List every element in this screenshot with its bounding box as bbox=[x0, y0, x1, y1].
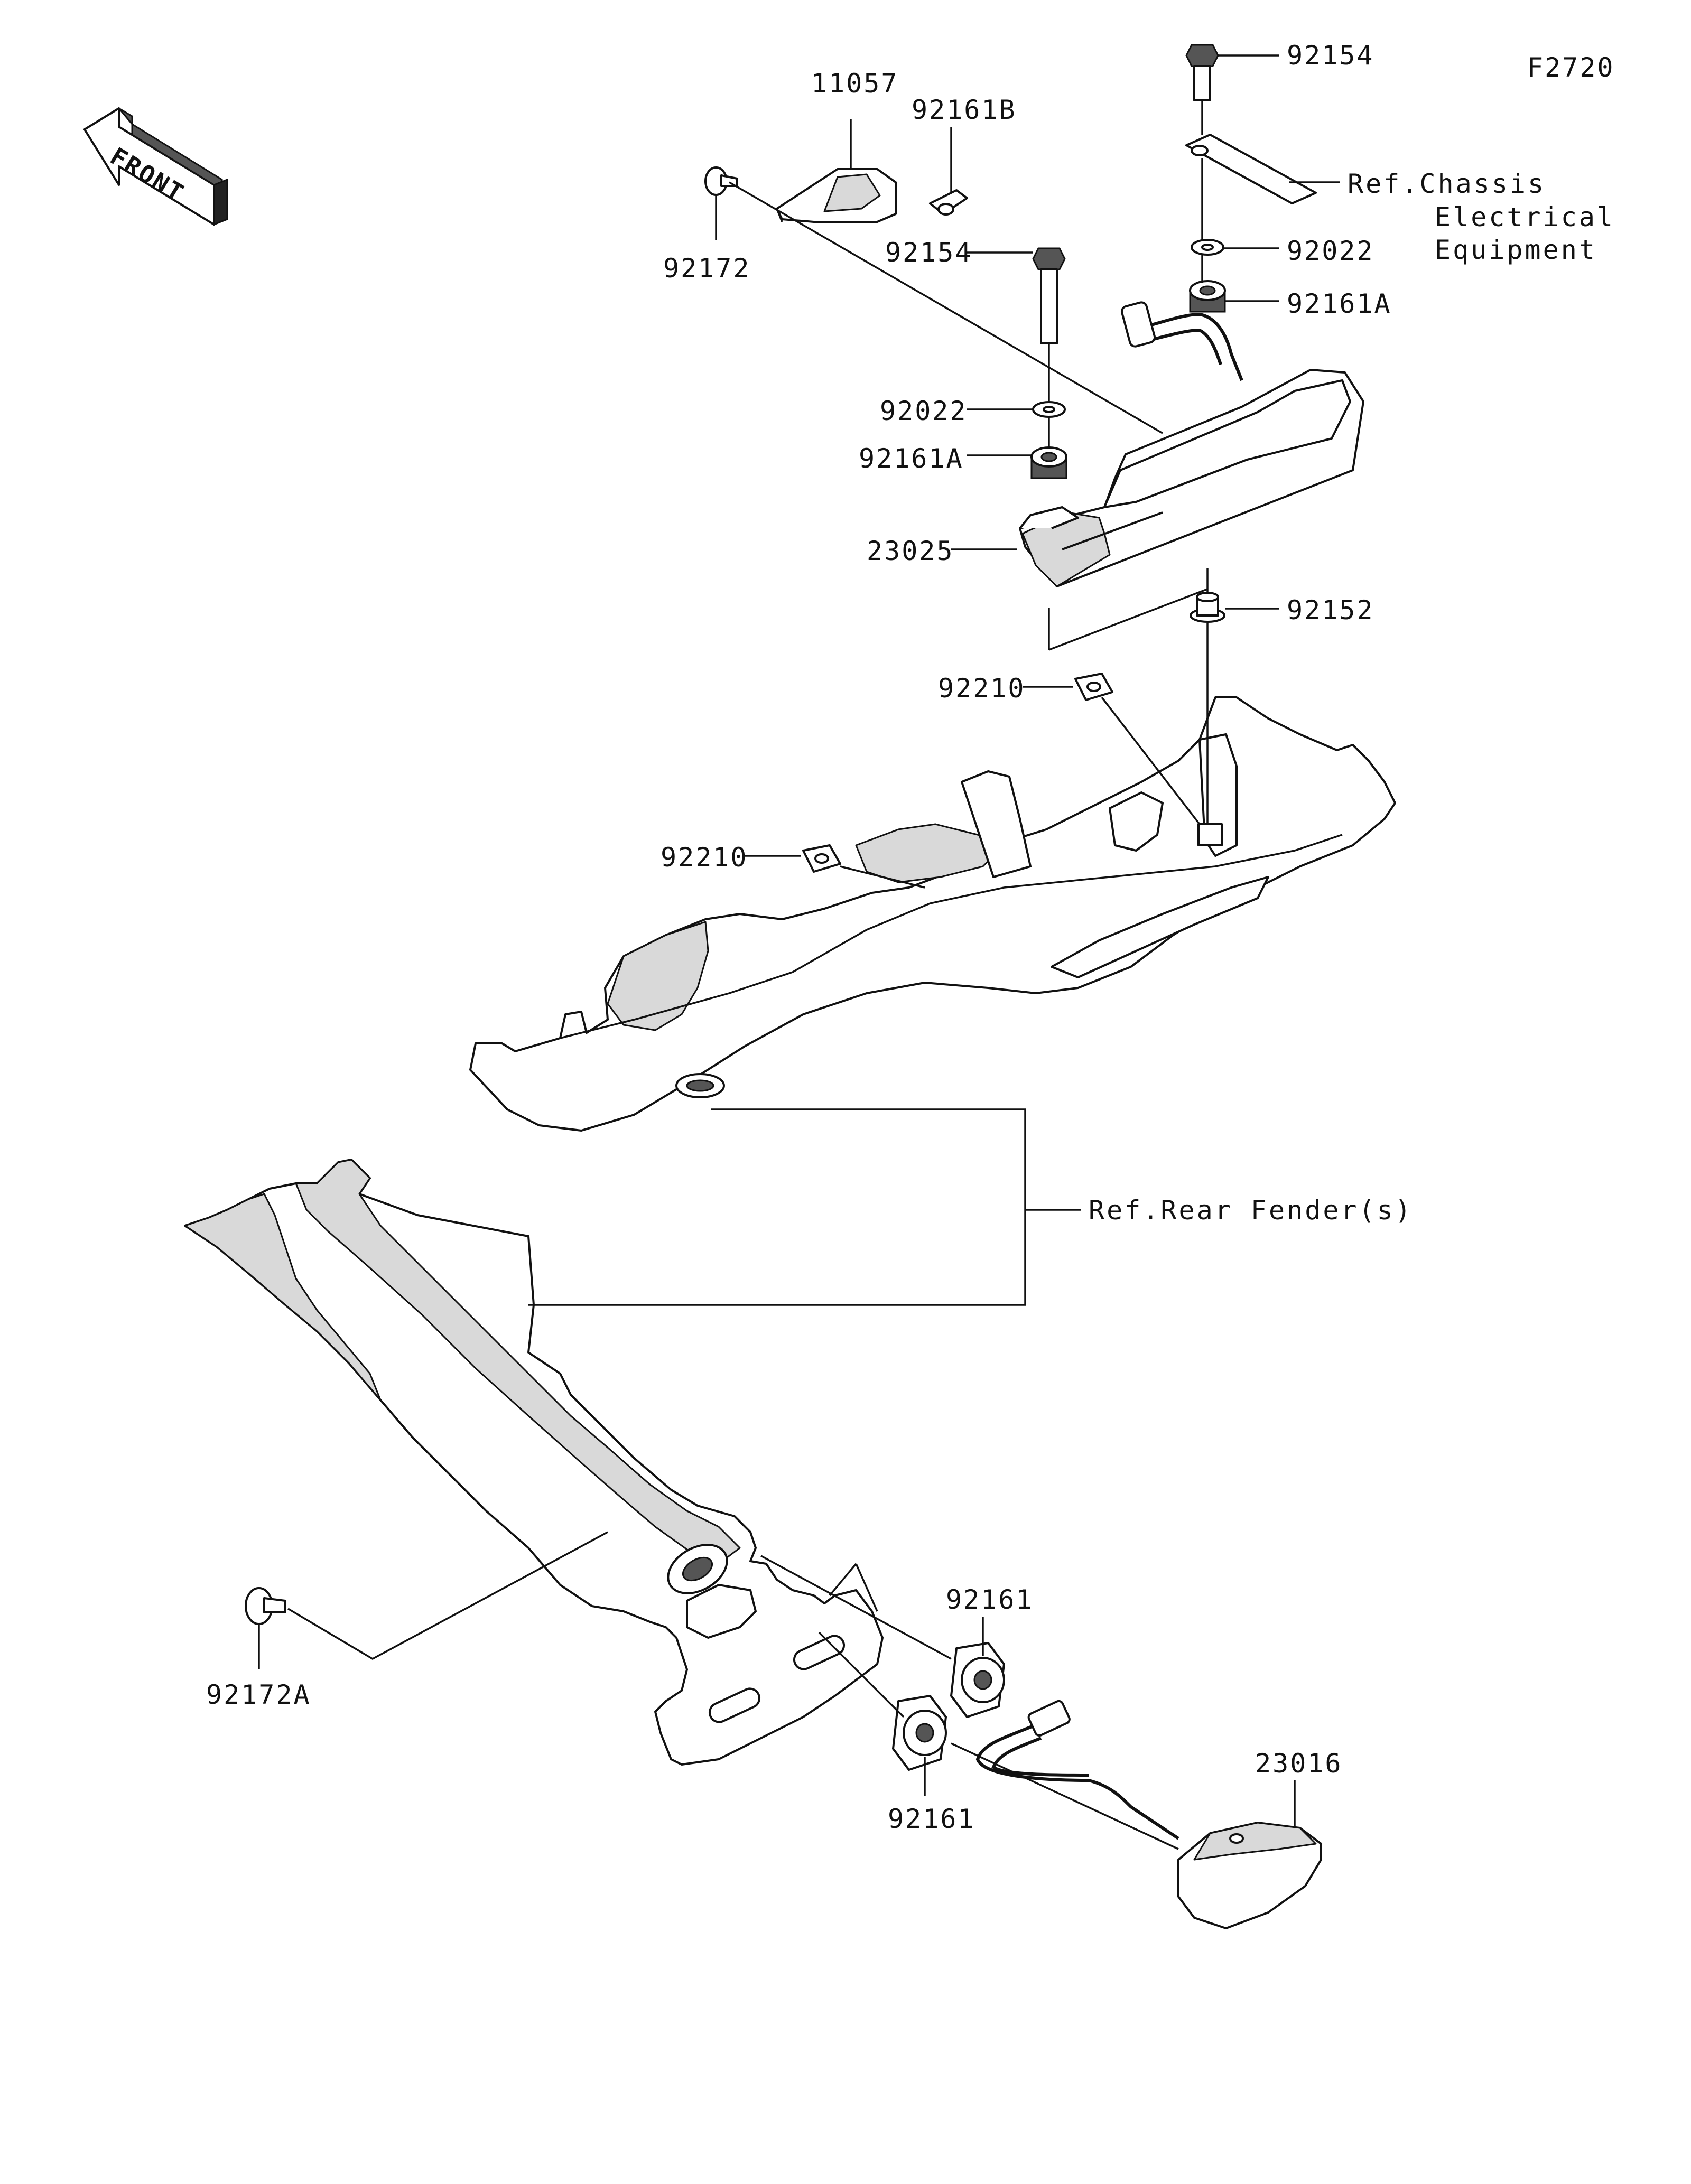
grommet-92161-upper bbox=[950, 1642, 1005, 1718]
ref-rear-fender: Ref.Rear Fender(s) bbox=[1089, 1195, 1413, 1226]
reference-notes: Ref.Chassis Electrical Equipment Ref.Rea… bbox=[1089, 169, 1615, 1226]
label-92210-left: 92210 bbox=[661, 842, 748, 873]
label-92161A-top: 92161A bbox=[1287, 288, 1392, 319]
ref-chassis-line1: Ref.Chassis bbox=[1348, 169, 1546, 199]
collar-92152 bbox=[1190, 592, 1225, 623]
screw-92172A bbox=[245, 1587, 286, 1625]
washer-92022-top bbox=[1191, 239, 1224, 256]
label-92154-top: 92154 bbox=[1287, 40, 1374, 71]
ref-chassis-line3: Equipment bbox=[1435, 235, 1597, 265]
rear-fender-upper bbox=[469, 696, 1396, 1132]
bolt-92154-mid bbox=[1032, 247, 1066, 344]
label-92161-upper: 92161 bbox=[946, 1584, 1034, 1615]
label-92172: 92172 bbox=[663, 253, 751, 284]
tail-light-23025 bbox=[1019, 301, 1364, 587]
label-92172A: 92172A bbox=[206, 1679, 311, 1710]
washer-92022-mid bbox=[1032, 401, 1066, 418]
bolt-92154-top bbox=[1185, 44, 1219, 106]
ref-chassis-line2: Electrical bbox=[1435, 202, 1615, 232]
figure-code: F2720 bbox=[1527, 52, 1615, 83]
label-92022-top: 92022 bbox=[1287, 236, 1374, 266]
label-23025: 23025 bbox=[867, 536, 954, 566]
label-92161-lower: 92161 bbox=[888, 1804, 975, 1834]
label-92161B: 92161B bbox=[912, 95, 1017, 125]
part-labels: 11057 92161B 92172 92154 92154 92022 920… bbox=[206, 40, 1392, 1834]
label-92210-right: 92210 bbox=[938, 673, 1026, 704]
stay-plate bbox=[1185, 134, 1317, 204]
bracket-11057 bbox=[776, 168, 897, 223]
nut-92210-right bbox=[1074, 673, 1113, 701]
label-92161A-mid: 92161A bbox=[859, 443, 964, 474]
label-92154-mid: 92154 bbox=[885, 237, 973, 268]
nut-92210-left bbox=[802, 844, 841, 873]
label-23016: 23016 bbox=[1255, 1748, 1343, 1779]
rear-fender-lower bbox=[184, 1159, 884, 1766]
label-92152: 92152 bbox=[1287, 595, 1374, 626]
grommet-92161A-top bbox=[1189, 280, 1226, 313]
grommet-92161-lower bbox=[892, 1695, 947, 1771]
label-92022-mid: 92022 bbox=[880, 396, 968, 426]
clip-92161B bbox=[929, 189, 968, 216]
front-arrow-icon: FRONT bbox=[83, 107, 228, 226]
label-11057: 11057 bbox=[811, 68, 899, 99]
license-light-23016 bbox=[975, 1700, 1322, 1929]
grommet-92161A-mid bbox=[1030, 446, 1067, 479]
leader-lines bbox=[258, 54, 1340, 1850]
screw-92172 bbox=[704, 166, 738, 196]
